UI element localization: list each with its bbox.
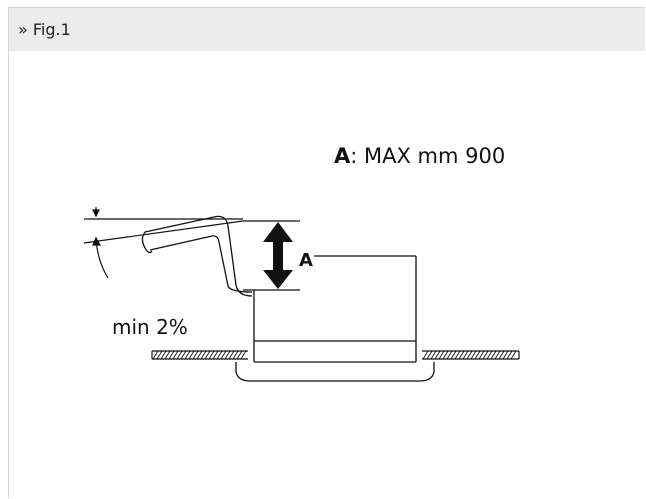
figure-title: » Fig.1: [18, 20, 71, 39]
ceiling-right: [422, 350, 520, 360]
figure-panel: » Fig.1: [8, 7, 645, 498]
dimension-lines: [243, 220, 300, 291]
slope-angle-indicator: [83, 207, 244, 279]
indoor-unit: [253, 255, 417, 363]
figure-header: » Fig.1: [9, 8, 645, 51]
svg-text:A: MAX mm 900: A: MAX mm 900: [334, 144, 505, 168]
decoration-panel: [235, 362, 435, 382]
marker-label: A: [299, 250, 313, 271]
ceiling-hatching: [152, 350, 517, 360]
height-arrow: [263, 222, 293, 289]
drain-pipe: [141, 215, 253, 297]
slope-label: min 2%: [112, 315, 188, 339]
ceiling-left: [151, 350, 248, 360]
max-prefix: A: [334, 144, 351, 168]
max-text: : MAX mm 900: [350, 144, 505, 168]
